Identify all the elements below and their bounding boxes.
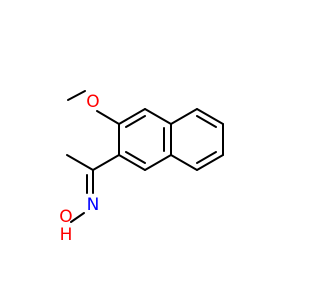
methoxy-oxygen-label: O <box>86 92 99 112</box>
double-bond-inner-c1-c2 <box>125 151 146 164</box>
molecule-diagram: O N O H <box>59 90 224 245</box>
double-bond-inner-c5-c6 <box>196 115 217 128</box>
bond-ring-c4a-c5 <box>170 108 198 125</box>
imine-nitrogen-label: N <box>87 195 100 215</box>
bond-ring-c5-c6 <box>196 108 224 125</box>
double-bond-inner-c3-c4 <box>125 115 146 128</box>
bond-ring-c4-c4a <box>144 108 172 125</box>
hydroxyl-oxygen-label: O <box>59 207 72 227</box>
bond-ring-c8-c8a <box>170 154 198 171</box>
bond-ring-c8a-c1 <box>144 154 172 171</box>
bond-ring-c7-c8 <box>196 154 224 171</box>
bond-ring-to-oxime-carbon <box>92 154 120 171</box>
bond-ring-c3-c4 <box>118 108 146 125</box>
hydroxyl-hydrogen-label: H <box>60 225 73 245</box>
double-bond-inner-c7-c8 <box>196 151 217 164</box>
molecule-structure: O N O H <box>59 90 224 245</box>
bond-oxime-carbon-to-methyl <box>66 154 94 171</box>
bond-methyl-to-methoxy-oxygen <box>67 90 86 101</box>
bond-ring-c1-c2 <box>118 154 146 171</box>
bond-methoxy-oxygen-to-ring <box>96 110 120 125</box>
bond-nitrogen-to-hydroxyl-oxygen <box>70 212 85 223</box>
